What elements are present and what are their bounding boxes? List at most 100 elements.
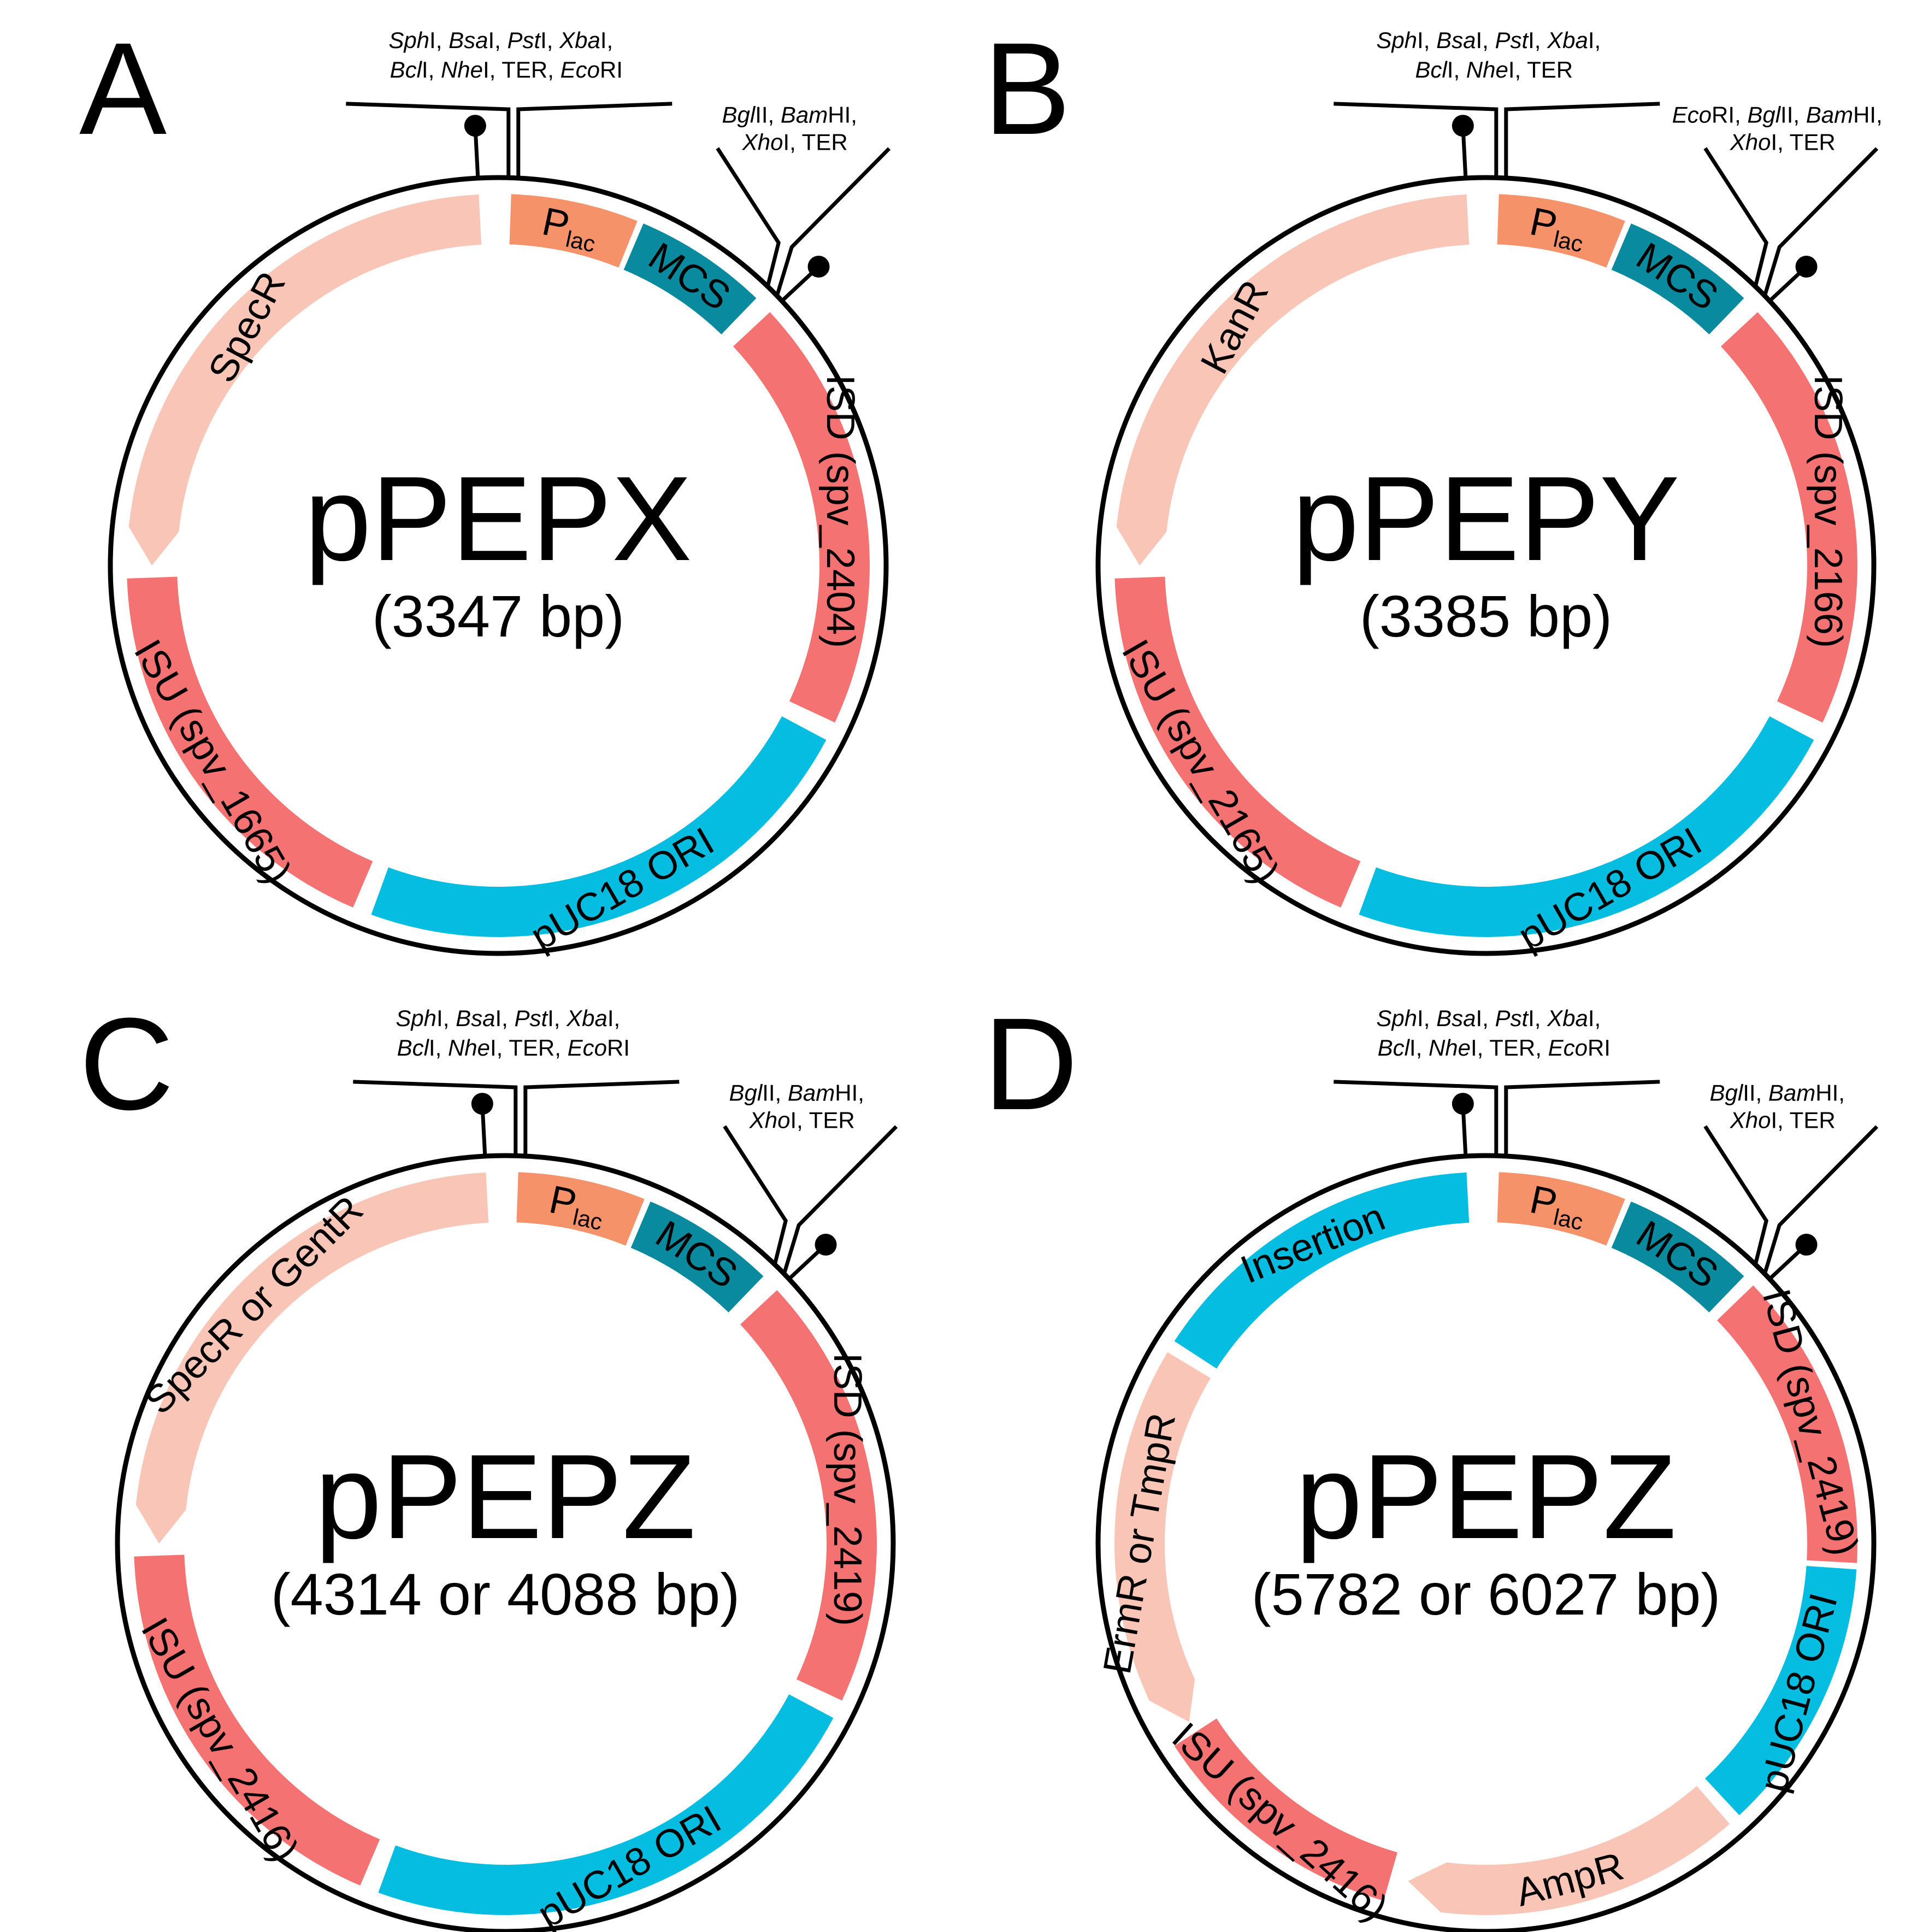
plasmid-size: (3347 bp) (372, 583, 624, 649)
segment-shape (134, 1554, 380, 1886)
segment-shape (378, 1694, 834, 1915)
panel-letter: B (983, 15, 1071, 162)
segment-shape (1114, 576, 1361, 908)
segment-shape (1721, 312, 1857, 723)
site-callout-right: BglII, BamHI,XhoI, TER (723, 1080, 898, 1275)
segment-shape (127, 576, 373, 908)
plasmid-segment: ISD (spv_2419) (1717, 1285, 1867, 1563)
segment-label: Insertion (1235, 1195, 1391, 1292)
plasmid-segment: MCS (1611, 223, 1744, 334)
segment-shape (1497, 194, 1625, 268)
plasmid-segment: MCS (630, 1201, 764, 1312)
segment-shape (1611, 223, 1744, 334)
plasmid-backbone (108, 175, 889, 956)
segment-label: ISD (spv_2166) (1806, 375, 1850, 648)
plasmid-segment: ISD (spv_2404) (733, 312, 870, 723)
site-list-line-1: BglII, BamHI, (1709, 1080, 1844, 1105)
site-list-line-2: BclI, NheI, TER, EcoRI (397, 1035, 630, 1061)
segment-shape (740, 1290, 877, 1701)
site-list-line-1: SphI, BsaI, PstI, XbaI, (388, 27, 613, 53)
site-callout-left: SphI, BsaI, PstI, XbaI, BclI, NheI, TER (1334, 27, 1660, 180)
plasmid-name: pPEPX (304, 451, 692, 586)
segment-label: Plac (545, 1177, 609, 1235)
plasmid-segment: pUC18 ORI (378, 1694, 834, 1932)
segment-shape (1174, 1718, 1397, 1901)
plasmid-backbone (1095, 1153, 1877, 1932)
terminator-icon (464, 115, 486, 178)
panel-letter: A (79, 15, 167, 162)
site-list-line-1: BglII, BamHI, (729, 1080, 864, 1105)
site-list-line-1: SphI, BsaI, PstI, XbaI, (396, 1005, 620, 1031)
segment-shape (135, 1172, 489, 1544)
segment-shape (733, 312, 870, 723)
segment-shape (371, 716, 827, 937)
plasmid-size: (3385 bp) (1360, 583, 1612, 649)
site-list-line-2: BclI, NheI, TER (1415, 57, 1573, 83)
plasmid-segment: Plac (509, 194, 638, 268)
site-list-line-1: BglII, BamHI, (722, 102, 857, 127)
site-list-line-1: SphI, BsaI, PstI, XbaI, (1376, 1005, 1601, 1031)
plasmid-segment: MCS (1611, 1201, 1744, 1312)
terminator-icon (1768, 256, 1818, 302)
plasmid-segment: pUC18 ORI (1705, 1566, 1857, 1816)
site-list-line-2: XhoI, TER (742, 129, 848, 155)
segment-label: ISU (spv_2416) (1164, 1715, 1396, 1930)
site-callout-left: SphI, BsaI, PstI, XbaI, BclI, NheI, TER, … (346, 27, 673, 180)
plasmid-segment: pUC18 ORI (371, 716, 827, 959)
plasmid-segment: ISU (spv_1665) (126, 576, 373, 908)
segment-shape (1408, 1786, 1730, 1915)
segment-label: Plac (538, 199, 602, 257)
segment-label: ISU (spv_2416) (133, 1610, 307, 1869)
site-list-line-2: XhoI, TER (1730, 1107, 1836, 1133)
segment-shape (1116, 194, 1470, 566)
terminator-icon (1452, 1093, 1474, 1156)
site-list-line-2: BclI, NheI, TER, EcoRI (390, 57, 623, 83)
plasmid-size: (5782 or 6027 bp) (1252, 1561, 1721, 1627)
plasmid-segment: ISU (spv_2416) (1164, 1715, 1397, 1930)
segment-shape (1359, 716, 1814, 937)
segment-label: SpecR or GentR (137, 1188, 371, 1423)
site-list-line-2: BclI, NheI, TER, EcoRI (1378, 1035, 1611, 1061)
segment-label: Plac (1526, 199, 1590, 257)
site-callout-right: BglII, BamHI,XhoI, TER (716, 102, 891, 297)
plasmid-segment: Plac (1497, 194, 1625, 268)
plasmid-name: pPEPY (1292, 451, 1679, 586)
segment-shape (128, 194, 482, 566)
site-callout-right: BglII, BamHI,XhoI, TER (1703, 1080, 1879, 1275)
segment-label: ISU (spv_1665) (126, 632, 300, 891)
plasmid-segment: Plac (1497, 1172, 1625, 1246)
segment-label: pUC18 ORI (1751, 1589, 1846, 1796)
plasmid-segment: Plac (516, 1172, 645, 1246)
site-list-line-2: XhoI, TER (1730, 129, 1836, 155)
plasmid-backbone (115, 1153, 896, 1932)
panel-letter: D (983, 991, 1078, 1137)
terminator-icon (471, 1093, 493, 1156)
plasmid-segment: MCS (623, 223, 757, 334)
plasmid-backbone (1095, 175, 1877, 956)
panel-letter: C (79, 991, 174, 1137)
segment-label: ISD (spv_2419) (825, 1353, 869, 1626)
segment-shape (1717, 1285, 1857, 1563)
site-list-line-2: XhoI, TER (749, 1107, 855, 1133)
site-list-line-1: SphI, BsaI, PstI, XbaI, (1376, 27, 1601, 53)
segment-label: ISD (spv_2404) (818, 375, 862, 648)
terminator-icon (788, 1234, 837, 1280)
site-callout-left: SphI, BsaI, PstI, XbaI, BclI, NheI, TER, … (353, 1005, 680, 1158)
segment-shape (1705, 1566, 1857, 1816)
terminator-icon (1452, 115, 1474, 178)
terminator-icon (781, 256, 830, 302)
segment-label: ISU (spv_2165) (1113, 632, 1288, 891)
plasmid-segment: ISD (spv_2419) (740, 1290, 877, 1701)
site-callout-left: SphI, BsaI, PstI, XbaI, BclI, NheI, TER, … (1334, 1005, 1660, 1158)
plasmid-segment: ISD (spv_2166) (1721, 312, 1857, 723)
segment-shape (1114, 1352, 1211, 1722)
site-callout-right: EcoRI, BglII, BamHI,XhoI, TER (1672, 102, 1883, 297)
plasmid-segment: AmpR (1408, 1786, 1730, 1915)
plasmid-segment: KanR (1116, 194, 1470, 566)
plasmid-segment: ErmR or TmpR (1095, 1352, 1211, 1722)
plasmid-panel-c: C SpecR or GentR Plac MCS ISD (spv_2419) pUC1… (79, 991, 898, 1932)
